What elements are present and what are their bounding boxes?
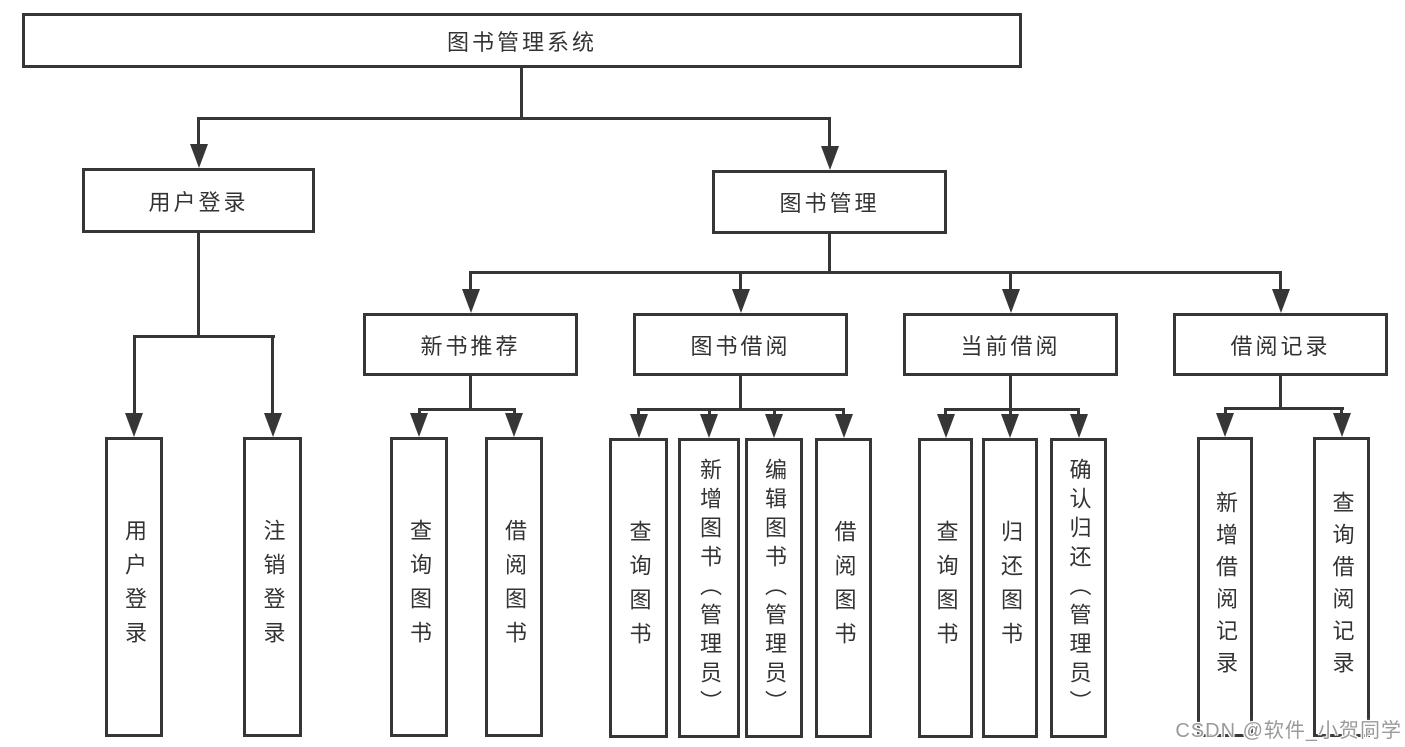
connector-line: [417, 407, 421, 417]
arrowhead-icon: [765, 414, 783, 438]
arrowhead-icon: [1001, 289, 1020, 313]
arrowhead-icon: [700, 414, 718, 438]
node-label: 用户登录: [122, 519, 147, 655]
node-borrow-books-2: 借阅图书: [815, 438, 872, 738]
node-new-book-recommend: 新书推荐: [363, 313, 578, 376]
node-borrow-records: 借阅记录: [1173, 313, 1388, 376]
connector-line: [1340, 406, 1343, 416]
node-user-login-leaf: 用户登录: [105, 437, 163, 737]
node-label: 新增借阅记录: [1213, 491, 1238, 683]
node-label: 查询图书: [407, 519, 432, 655]
arrowhead-icon: [1069, 414, 1088, 438]
node-return-books: 归还图书: [982, 438, 1038, 738]
node-library-management-system: 图书管理系统: [22, 13, 1022, 68]
node-label: 新增图书（管理员）: [697, 457, 722, 719]
node-label: 注销登录: [260, 519, 286, 655]
connector-line: [828, 234, 831, 272]
node-query-books-3: 查询图书: [918, 438, 973, 738]
node-book-borrow: 图书借阅: [633, 313, 848, 376]
arrowhead-icon: [731, 289, 750, 313]
node-add-books-admin: 新增图书（管理员）: [678, 438, 740, 738]
arrowhead-icon: [629, 414, 648, 438]
node-label: 归还图书: [998, 520, 1023, 656]
node-edit-books-admin: 编辑图书（管理员）: [745, 438, 803, 738]
connector-line: [944, 407, 947, 417]
connector-line: [1223, 406, 1344, 410]
connector-line: [469, 270, 472, 291]
node-add-borrow-record: 新增借阅记录: [1197, 437, 1253, 737]
arrowhead-icon: [1332, 413, 1351, 437]
arrowhead-icon: [189, 144, 208, 168]
connector-line: [469, 376, 472, 409]
connector-line: [469, 270, 1282, 274]
node-label: 查询借阅记录: [1329, 491, 1355, 683]
connector-line: [944, 407, 1080, 411]
node-query-borrow-record: 查询借阅记录: [1313, 437, 1370, 737]
arrowhead-icon: [936, 414, 955, 438]
connector-line: [1009, 270, 1012, 291]
node-label: 查询图书: [933, 520, 959, 656]
arrowhead-icon: [1271, 289, 1290, 313]
connector-line: [707, 407, 711, 417]
connector-line: [1279, 270, 1282, 291]
node-query-books-1: 查询图书: [390, 437, 448, 737]
connector-line: [1077, 407, 1080, 417]
watermark: CSDN @软件_小贺同学: [1175, 720, 1402, 742]
node-logout: 注销登录: [243, 437, 302, 737]
connector-line: [739, 270, 742, 291]
arrowhead-icon: [263, 413, 282, 437]
connector-line: [512, 407, 516, 417]
connector-line: [197, 116, 200, 147]
node-label: 借阅图书: [831, 520, 857, 656]
connector-line: [772, 407, 776, 417]
arrowhead-icon: [820, 146, 839, 170]
connector-line: [1008, 407, 1012, 417]
connector-line: [739, 376, 742, 409]
node-label: 当前借阅: [960, 333, 1061, 359]
arrowhead-icon: [125, 413, 143, 437]
node-book-management: 图书管理: [712, 170, 947, 234]
node-label: 借阅记录: [1230, 333, 1331, 359]
connector-line: [637, 407, 845, 411]
node-label: 编辑图书（管理员）: [762, 457, 787, 719]
connector-line: [842, 407, 845, 417]
arrowhead-icon: [1216, 413, 1234, 437]
node-label: 确认归还（管理员）: [1066, 457, 1092, 719]
node-label: 图书管理系统: [446, 29, 597, 55]
node-label: 图书管理: [779, 191, 880, 216]
connector-line: [132, 334, 136, 415]
connector-line: [828, 116, 831, 149]
node-label: 用户登录: [148, 189, 249, 215]
connector-line: [1279, 376, 1282, 408]
connector-line: [132, 334, 275, 338]
arrowhead-icon: [505, 413, 523, 437]
arrowhead-icon: [834, 414, 853, 438]
connector-line: [1009, 376, 1012, 409]
connector-line: [1223, 406, 1227, 416]
node-label: 查询图书: [626, 520, 652, 656]
node-confirm-return-admin: 确认归还（管理员）: [1050, 438, 1107, 738]
connector-line: [417, 407, 516, 411]
connector-line: [637, 407, 640, 417]
arrowhead-icon: [1001, 414, 1019, 438]
node-user-login: 用户登录: [82, 168, 315, 233]
node-label: 图书借阅: [690, 333, 791, 359]
node-query-books-2: 查询图书: [609, 438, 668, 738]
node-label: 借阅图书: [502, 519, 527, 655]
node-borrow-books-1: 借阅图书: [485, 437, 543, 737]
arrowhead-icon: [410, 413, 428, 437]
connector-line: [197, 116, 831, 120]
node-current-borrow: 当前借阅: [903, 313, 1118, 376]
connector-line: [519, 68, 523, 118]
arrowhead-icon: [461, 289, 480, 313]
connector-line: [197, 233, 200, 336]
connector-line: [271, 334, 274, 415]
node-label: 新书推荐: [420, 333, 521, 359]
